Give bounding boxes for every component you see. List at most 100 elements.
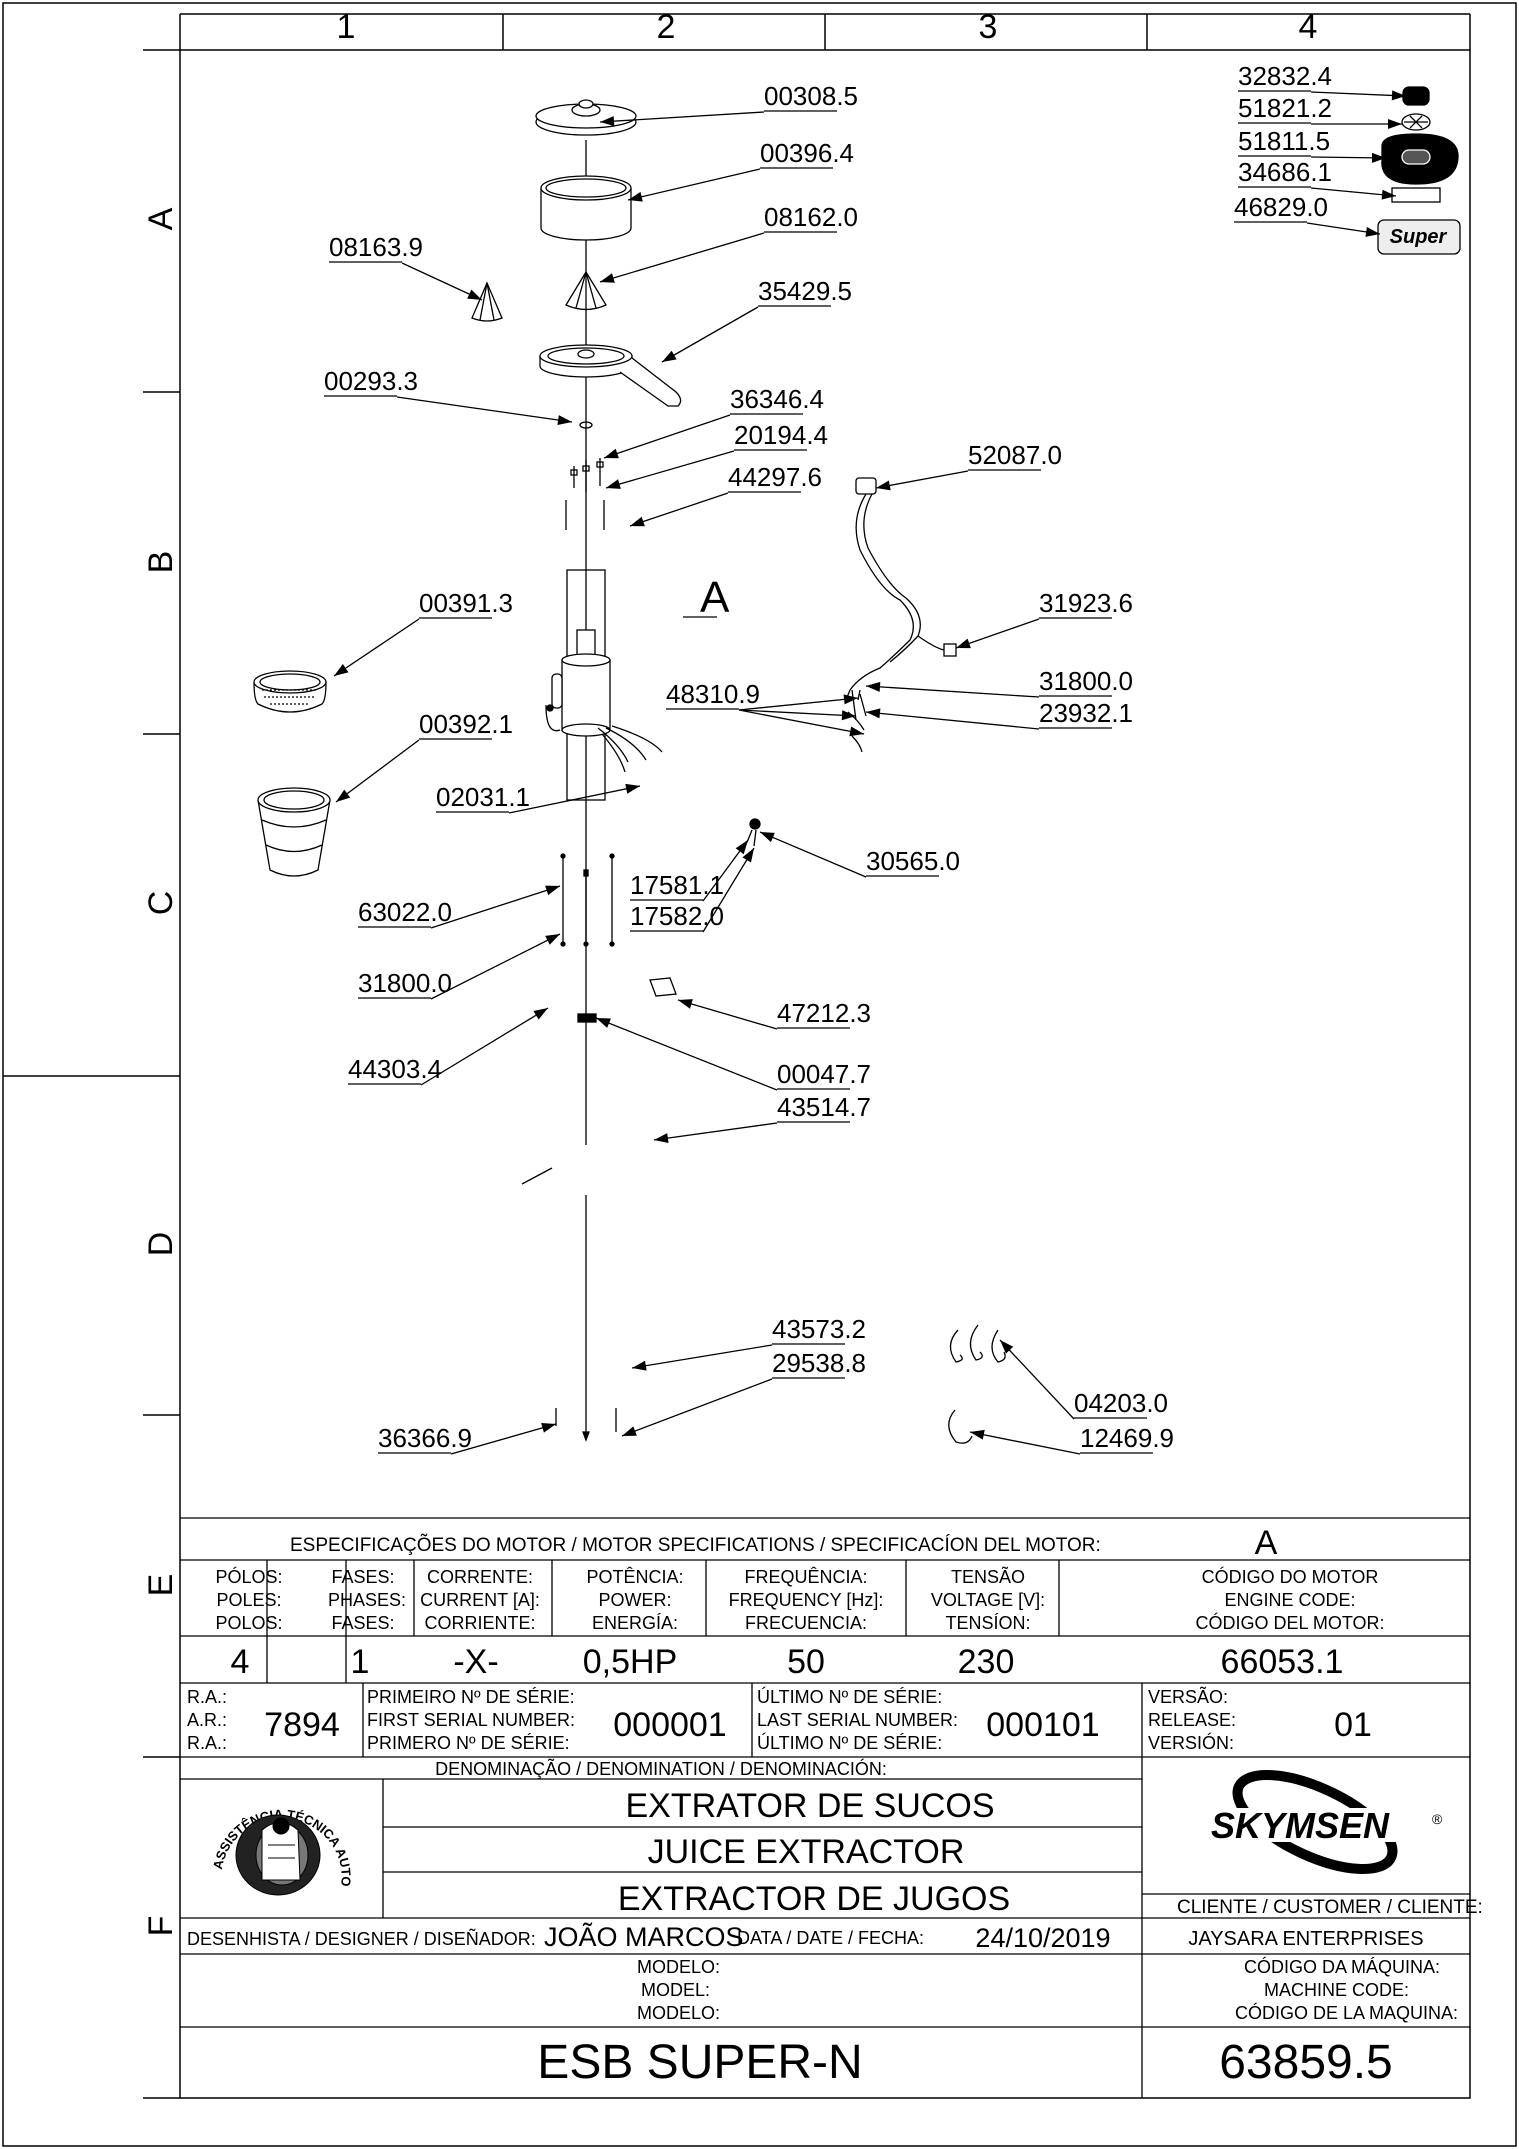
lower-fastener-parts	[555, 1408, 617, 1442]
part-number-suffix: .4	[1310, 61, 1332, 91]
leader-arrowhead	[467, 289, 482, 300]
part-number-callout: 32832.4	[1238, 61, 1332, 91]
grid-col-label: 3	[979, 8, 998, 46]
spec-header: FREQUÊNCIA:	[744, 1567, 867, 1587]
base-part	[521, 1167, 553, 1185]
callout-labels: 00308.500396.408162.008163.935429.500293…	[324, 61, 1332, 1453]
spec-header: PÓLOS:	[215, 1566, 282, 1587]
leader-line	[1310, 91, 1407, 97]
machine-code-label: CÓDIGO DA MÁQUINA:	[1244, 1956, 1440, 1977]
part-number-callout: 48310.9	[666, 679, 760, 709]
machine-code-label: MACHINE CODE:	[1264, 1980, 1409, 2000]
part-number-callout: 23932.1	[1039, 698, 1133, 728]
leader-line	[420, 1007, 549, 1086]
seal-text-path: ASSISTÊNCIA TÉCNICA AUTORIZADA	[0, 0, 354, 1887]
spec-value: -X-	[453, 1643, 498, 1681]
leader-arrowhead	[334, 664, 349, 676]
first-serial-value: 000001	[613, 1706, 726, 1744]
part-number-callout: 17581.1	[630, 870, 724, 900]
part-number-main: 12469	[1080, 1423, 1152, 1453]
grid-labels: 1 2 3 4 A B C D E F	[142, 8, 1317, 1936]
part-number-main: 20194	[734, 420, 806, 450]
leader-arrowhead	[1371, 152, 1386, 163]
leader-line	[621, 1378, 773, 1437]
part-number-main: 00391	[419, 588, 491, 618]
brand-mark: ®	[1432, 1811, 1443, 1827]
part-number-callout: 36346.4	[730, 384, 824, 414]
leader-arrowhead	[662, 350, 677, 362]
part-number-suffix: .6	[1111, 588, 1133, 618]
motor-part	[545, 569, 663, 801]
grid-col-label: 1	[337, 8, 356, 46]
part-number-suffix: .0	[938, 846, 960, 876]
part-number-callout: 35429.5	[758, 276, 852, 306]
leader-line	[738, 709, 857, 717]
leader-arrowhead	[654, 1133, 669, 1144]
part-number-callout: 63022.0	[358, 897, 452, 927]
part-number-main: 29538	[772, 1348, 844, 1378]
leader-arrowhead	[1000, 1340, 1014, 1354]
part-number-main: 51821	[1238, 93, 1310, 123]
leader-arrowhead	[678, 999, 693, 1009]
lid-part	[535, 99, 637, 136]
spec-header: VOLTAGE [V]:	[931, 1590, 1045, 1610]
part-number-suffix: .3	[396, 366, 418, 396]
spec-header: POLES:	[216, 1590, 281, 1610]
leader-line	[661, 306, 759, 363]
grid-row-label: A	[142, 207, 180, 230]
part-number-callout: 44297.6	[728, 462, 822, 492]
leader-arrowhead	[545, 885, 560, 896]
spec-header: POWER:	[598, 1590, 671, 1610]
part-number-callout: 00047.7	[777, 1059, 871, 1089]
leader-line	[333, 618, 420, 677]
part-number-suffix: .4	[420, 1054, 442, 1084]
part-number-main: 35429	[758, 276, 830, 306]
part-number-suffix: .1	[1310, 157, 1332, 187]
part-number-callout: 00392.1	[419, 709, 513, 739]
part-number-suffix: .9	[450, 1423, 472, 1453]
part-number-main: 47212	[777, 998, 849, 1028]
spec-header: CURRENT [A]:	[420, 1590, 540, 1610]
part-number-suffix: .3	[849, 998, 871, 1028]
leader-line	[627, 168, 761, 201]
ring-part	[540, 175, 632, 241]
part-number-main: 02031	[436, 782, 508, 812]
spec-header: PHASES:	[328, 1590, 406, 1610]
spec-header: FASES:	[331, 1613, 394, 1633]
part-number-suffix: .4	[832, 138, 854, 168]
leader-arrowhead	[1381, 189, 1396, 200]
seal-text: ASSISTÊNCIA TÉCNICA AUTORIZADA	[0, 0, 354, 1887]
part-number-main: 08163	[329, 232, 401, 262]
version-label: RELEASE:	[1148, 1710, 1236, 1730]
spec-header: FREQUENCY [Hz]:	[729, 1590, 884, 1610]
leader-line	[1310, 187, 1397, 197]
leader-lines	[324, 90, 1407, 1455]
spec-header: POLOS:	[215, 1613, 282, 1633]
cup-part	[257, 787, 331, 877]
model-value: ESB SUPER-N	[537, 2036, 862, 2089]
part-number-main: 00396	[760, 138, 832, 168]
part-number-main: 32832	[1238, 61, 1310, 91]
spec-value: 230	[958, 1643, 1015, 1681]
leader-line	[865, 711, 1040, 730]
leader-line	[430, 933, 561, 1000]
spec-value: 66053.1	[1221, 1643, 1344, 1681]
part-number-callout: 43573.2	[772, 1314, 866, 1344]
part-number-callout: 00293.3	[324, 366, 418, 396]
version-label: VERSIÓN:	[1148, 1732, 1234, 1753]
ra-label: A.R.:	[187, 1710, 227, 1730]
grid-row-label: E	[142, 1574, 180, 1597]
part-number-suffix: .6	[800, 462, 822, 492]
leader-arrowhead	[849, 726, 864, 737]
power-cord-part	[845, 477, 957, 701]
first-serial-label: PRIMERO Nº DE SÉRIE:	[367, 1733, 570, 1753]
part-number-callout: 31923.6	[1039, 588, 1133, 618]
leader-line	[605, 450, 735, 489]
part-number-main: 48310	[666, 679, 738, 709]
version-value: 01	[1334, 1706, 1372, 1744]
leader-arrowhead	[956, 638, 971, 649]
part-number-main: 63022	[358, 897, 430, 927]
part-number-callout: 00308.5	[764, 81, 858, 111]
grid-row-label: D	[142, 1232, 180, 1257]
part-number-suffix: .1	[508, 782, 530, 812]
